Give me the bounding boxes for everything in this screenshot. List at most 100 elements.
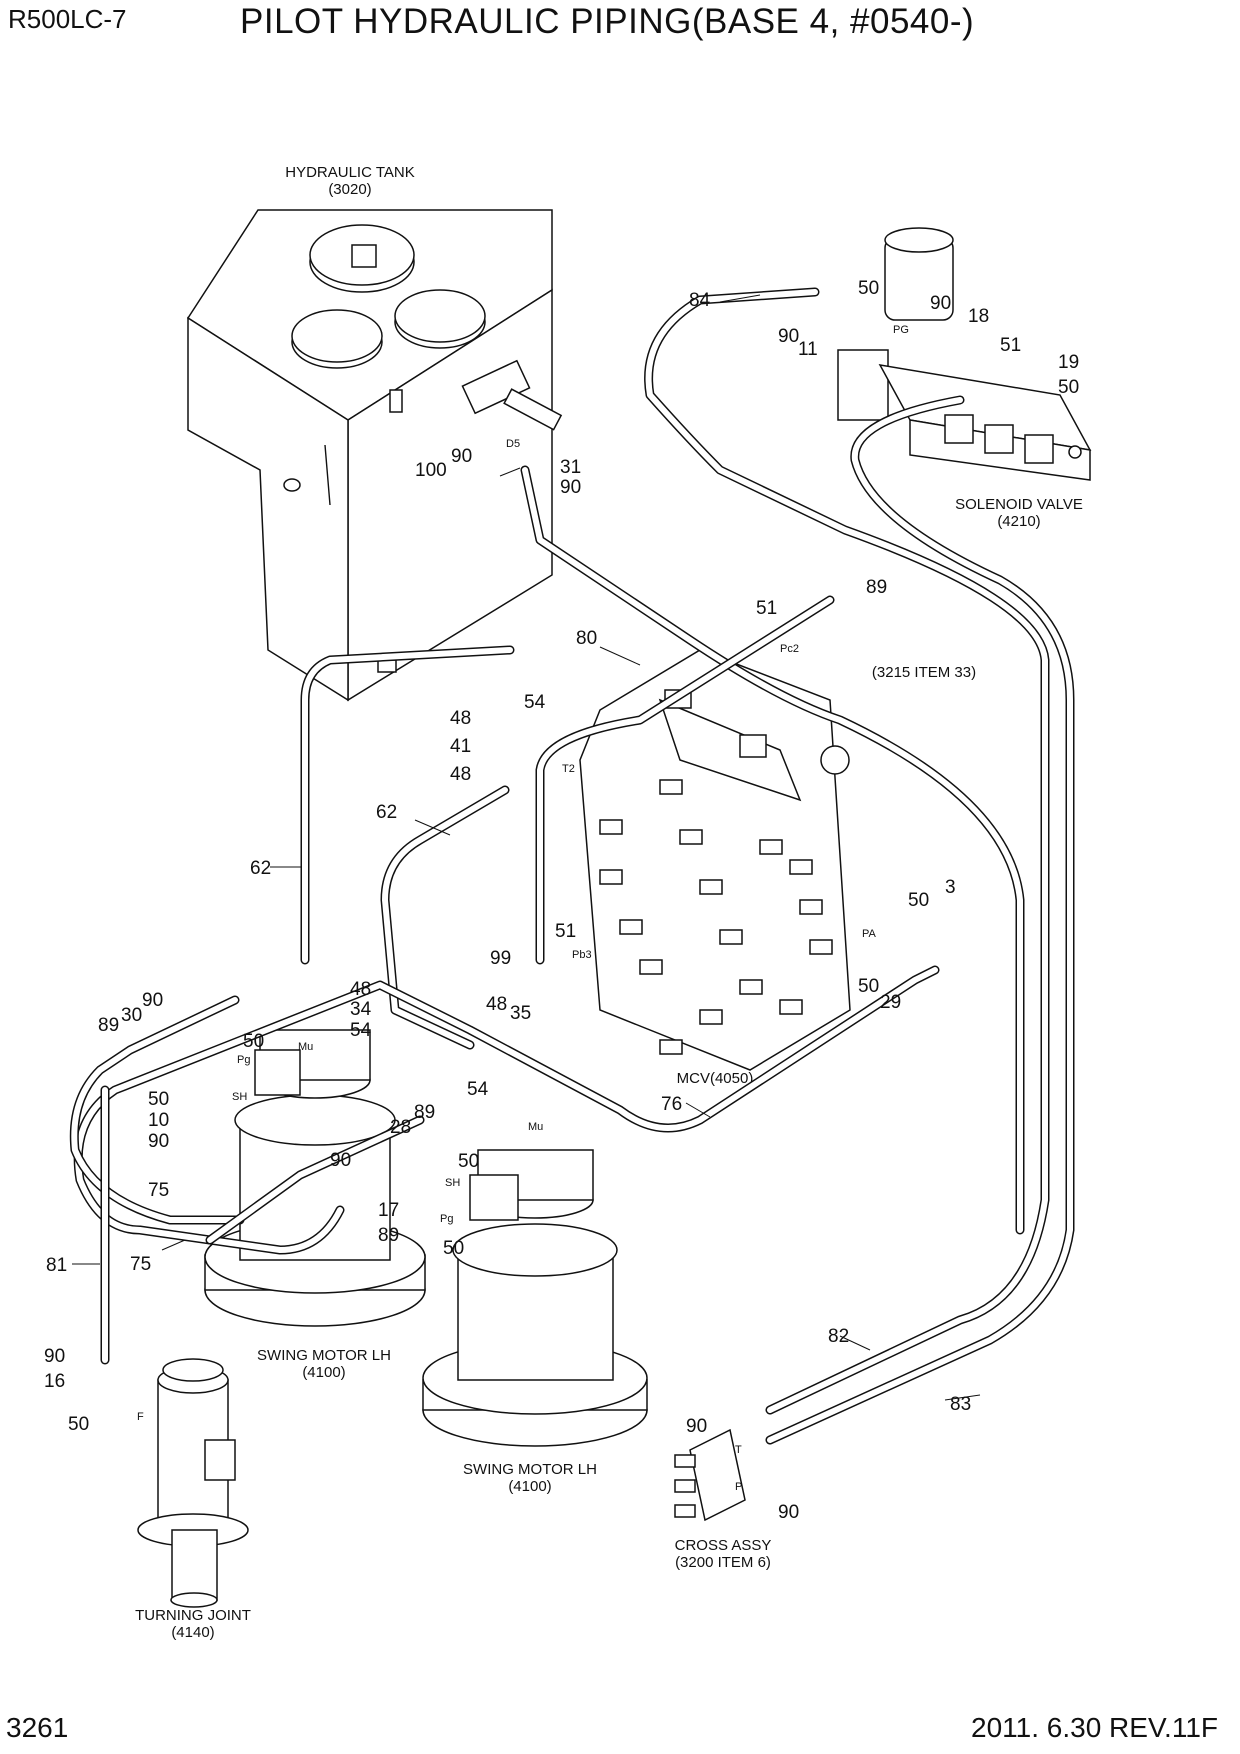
part-number: 75 bbox=[148, 1180, 169, 1201]
part-number: 3 bbox=[945, 877, 956, 898]
part-number: 17 bbox=[378, 1200, 399, 1221]
part-number: 83 bbox=[950, 1394, 971, 1415]
mcv-fittings bbox=[599, 779, 833, 1055]
part-number: 50 bbox=[858, 278, 879, 299]
page-number: 3261 bbox=[6, 1712, 69, 1743]
part-number: 76 bbox=[661, 1094, 682, 1115]
part-number: 19 bbox=[1058, 352, 1079, 373]
part-number: 50 bbox=[858, 976, 879, 997]
port-label: D5 bbox=[506, 438, 520, 450]
port-label: P bbox=[735, 1481, 742, 1493]
part-number: 54 bbox=[467, 1079, 489, 1100]
swing-motor-2 bbox=[422, 1149, 648, 1447]
mcv-fitting bbox=[739, 979, 763, 995]
swing-motor-1-label: SWING MOTOR LH bbox=[257, 1347, 391, 1364]
port-label: SH bbox=[445, 1177, 460, 1189]
part-number: 82 bbox=[828, 1326, 849, 1347]
part-number: 50 bbox=[458, 1151, 479, 1172]
swing-motor-1-ref: (4100) bbox=[302, 1364, 345, 1381]
part-number: 41 bbox=[450, 736, 471, 757]
turning-joint-ref: (4140) bbox=[171, 1624, 214, 1641]
part-number: 62 bbox=[376, 802, 397, 823]
solenoid-valve-label: SOLENOID VALVE bbox=[955, 496, 1083, 513]
port-label: T bbox=[735, 1444, 742, 1456]
port-label: F bbox=[137, 1411, 144, 1423]
part-number: 89 bbox=[98, 1015, 119, 1036]
part-number: 16 bbox=[44, 1371, 65, 1392]
cross-assy-label: CROSS ASSY bbox=[675, 1537, 772, 1554]
part-number: 50 bbox=[908, 890, 929, 911]
part-number: 62 bbox=[250, 858, 271, 879]
part-number: 90 bbox=[560, 477, 581, 498]
part-number: 48 bbox=[486, 994, 507, 1015]
part-number: 90 bbox=[930, 293, 951, 314]
part-number: 99 bbox=[490, 948, 511, 969]
model-number: R500LC-7 bbox=[8, 4, 127, 34]
mcv-fitting bbox=[599, 819, 623, 835]
swing-motor-2-label: SWING MOTOR LH bbox=[463, 1461, 597, 1478]
pilot-pipes bbox=[69, 287, 1075, 1445]
part-number: 90 bbox=[778, 326, 799, 347]
part-number: 34 bbox=[350, 999, 372, 1020]
mcv-fitting bbox=[659, 779, 683, 795]
mcv-fitting bbox=[599, 869, 623, 885]
solenoid-valve bbox=[837, 227, 1092, 481]
mcv-fitting bbox=[699, 879, 723, 895]
port-label: T2 bbox=[562, 763, 575, 775]
mcv-fitting bbox=[659, 1039, 683, 1055]
part-number: 50 bbox=[443, 1238, 464, 1259]
mcv-fitting bbox=[759, 839, 783, 855]
port-label: PA bbox=[862, 928, 877, 940]
part-number: 89 bbox=[866, 577, 887, 598]
mcv-fitting bbox=[779, 999, 803, 1015]
hydraulic-tank-label: HYDRAULIC TANK bbox=[285, 164, 414, 181]
part-number: 50 bbox=[243, 1031, 264, 1052]
mcv-fitting bbox=[679, 829, 703, 845]
part-number: 10 bbox=[148, 1110, 169, 1131]
leader-lines bbox=[72, 294, 981, 1401]
part-number: 30 bbox=[121, 1005, 142, 1026]
part-number: 90 bbox=[686, 1416, 707, 1437]
cross-assy bbox=[674, 1428, 746, 1522]
part-number: 48 bbox=[450, 708, 471, 729]
port-label: Pc2 bbox=[780, 643, 799, 655]
mcv-fitting bbox=[789, 859, 813, 875]
part-number: 89 bbox=[414, 1102, 435, 1123]
port-label: SH bbox=[232, 1091, 247, 1103]
part-number: 50 bbox=[68, 1414, 89, 1435]
hydraulic-tank-ref: (3020) bbox=[328, 181, 371, 198]
port-label: Mu bbox=[298, 1041, 313, 1053]
part-number: 84 bbox=[689, 290, 711, 311]
page-title: PILOT HYDRAULIC PIPING(BASE 4, #0540-) bbox=[240, 2, 975, 41]
mcv-label: MCV(4050) bbox=[677, 1070, 754, 1087]
part-number: 90 bbox=[148, 1131, 169, 1152]
part-number: 81 bbox=[46, 1255, 67, 1276]
solenoid-valve-ref: (4210) bbox=[997, 513, 1040, 530]
part-number: 90 bbox=[44, 1346, 65, 1367]
mcv-fitting bbox=[719, 929, 743, 945]
mcv-fitting bbox=[809, 939, 833, 955]
turning-joint-label: TURNING JOINT bbox=[135, 1607, 251, 1624]
part-number: 51 bbox=[756, 598, 777, 619]
part-number: 31 bbox=[560, 457, 581, 478]
part-number: 90 bbox=[142, 990, 163, 1011]
part-number: 90 bbox=[330, 1150, 351, 1171]
swing-motor-1 bbox=[204, 1029, 426, 1327]
part-number: 50 bbox=[148, 1089, 169, 1110]
part-number: 48 bbox=[350, 979, 371, 1000]
mcv-fitting bbox=[699, 1009, 723, 1025]
part-number: 75 bbox=[130, 1254, 151, 1275]
part-number: 54 bbox=[350, 1020, 372, 1041]
part-number: 89 bbox=[378, 1225, 399, 1246]
part-number: 18 bbox=[968, 306, 989, 327]
part-number: 29 bbox=[880, 992, 901, 1013]
port-labels: D5 PG Pc2 T2 Pb3 PA Pg SH Mu Mu SH Pg F … bbox=[137, 324, 909, 1493]
port-label: Pg bbox=[440, 1213, 453, 1225]
port-label: PG bbox=[893, 324, 909, 336]
part-number: 80 bbox=[576, 628, 597, 649]
item-33-ref: (3215 ITEM 33) bbox=[872, 664, 976, 681]
part-number: 54 bbox=[524, 692, 546, 713]
part-number: 35 bbox=[510, 1003, 531, 1024]
port-label: Pg bbox=[237, 1054, 250, 1066]
